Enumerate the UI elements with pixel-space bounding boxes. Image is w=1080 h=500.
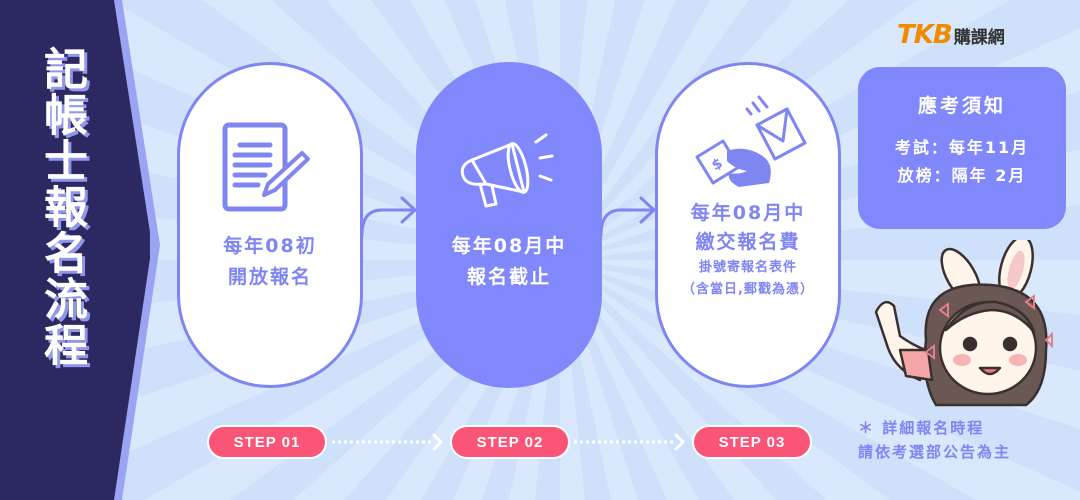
side-panel — [0, 0, 150, 500]
notice-title: 應考須知 — [917, 95, 1006, 117]
card-line: 報名截止 — [466, 266, 551, 288]
tkb-logo[interactable]: TKB 購課網 — [897, 20, 1005, 50]
arrow-connector-icon — [360, 196, 417, 237]
exam-notice-box: 應考須知 考試：每年11月 放榜：隔年 2月 — [858, 67, 1066, 229]
card-line: 每年08月中 — [690, 202, 806, 224]
card-line: 開放報名 — [227, 266, 312, 288]
step-card-registration-deadline: 每年08月中 報名截止 — [416, 62, 602, 388]
notice-result-date: 放榜：隔年 2月 — [897, 166, 1027, 185]
money-mail-icon: $ — [678, 89, 818, 199]
document-pen-icon — [215, 117, 325, 217]
card-line: 每年08初 — [223, 235, 317, 257]
step-card-open-registration: 每年08初 開放報名 — [177, 62, 363, 388]
footnote: ＊ 詳細報名時程 請依考選部公告為主 — [858, 416, 1073, 464]
bunny-girl-illustration — [874, 240, 1053, 407]
footnote-line: ＊ 詳細報名時程 — [858, 419, 985, 437]
card-subline: （含當日,郵戳為憑） — [682, 282, 814, 297]
dotted-arrow-icon — [332, 433, 444, 451]
notice-exam-date: 考試：每年11月 — [894, 138, 1030, 157]
logo-name: 購課網 — [953, 28, 1005, 48]
logo-brand: TKB — [897, 20, 953, 50]
step-badge-01: STEP 01 — [207, 425, 327, 459]
step-badge-02: STEP 02 — [450, 425, 570, 459]
card-subline: 掛號寄報名表件 — [698, 260, 797, 275]
card-line: 每年08月中 — [451, 235, 567, 257]
megaphone-icon — [454, 117, 564, 217]
step-card-pay-fee: $ 每年08月中 繳交報名費 掛號寄報名表件 （含當日,郵戳為憑） — [655, 62, 841, 388]
footnote-line: 請依考選部公告為主 — [858, 443, 1012, 461]
dotted-arrow-icon — [574, 433, 686, 451]
step-badge-03: STEP 03 — [692, 425, 812, 459]
card-line: 繳交報名費 — [695, 231, 801, 253]
arrow-connector-icon — [599, 196, 656, 237]
page-title: 記帳士報名流程 — [36, 46, 87, 368]
